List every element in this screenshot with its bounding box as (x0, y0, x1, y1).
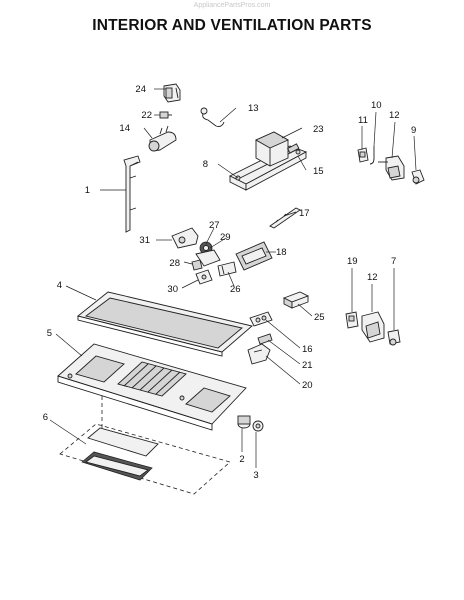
callout-5: 5 (47, 328, 52, 339)
part-17-drawing (269, 207, 301, 229)
part-4-drawing (77, 291, 253, 357)
part-6-drawing (59, 423, 231, 495)
callout-1: 1 (85, 185, 90, 196)
part-14-drawing (148, 125, 177, 152)
part-12b-drawing (361, 311, 385, 343)
callout-10: 10 (371, 100, 382, 111)
part-20-drawing (247, 343, 271, 365)
part-8-plate-drawing (228, 131, 308, 191)
callout-12-lower: 12 (367, 272, 378, 283)
callout-15: 15 (313, 166, 324, 177)
part-19-drawing (345, 311, 359, 329)
callout-14: 14 (119, 123, 130, 134)
callout-18: 18 (276, 247, 287, 258)
part-12a-drawing (378, 155, 405, 181)
callout-22: 22 (141, 110, 152, 121)
watermark: AppliancePartsPros.com (193, 2, 271, 9)
callout-30: 30 (167, 284, 178, 295)
callout-23: 23 (313, 124, 324, 135)
callout-7: 7 (391, 256, 396, 267)
callout-4: 4 (57, 280, 62, 291)
callout-21: 21 (302, 360, 313, 371)
part-13-drawing (200, 107, 225, 127)
callout-20: 20 (302, 380, 313, 391)
callout-31: 31 (139, 235, 150, 246)
callout-9: 9 (411, 125, 416, 136)
part-21-drawing (257, 333, 273, 345)
part-28-drawing (191, 259, 203, 271)
part-24-drawing (163, 83, 181, 103)
diagram-title: INTERIOR AND VENTILATION PARTS (92, 17, 372, 34)
part-25-drawing (282, 291, 310, 309)
callout-17: 17 (299, 208, 310, 219)
part-18-drawing (235, 241, 273, 271)
part-16-drawing (249, 311, 273, 327)
callout-24: 24 (135, 84, 146, 95)
callout-2: 2 (239, 454, 244, 465)
callout-19: 19 (347, 256, 358, 267)
leader-lines (49, 88, 417, 468)
callout-26: 26 (230, 284, 241, 295)
part-3-drawing (252, 420, 264, 432)
callout-12-upper: 12 (389, 110, 400, 121)
callout-13: 13 (248, 103, 259, 114)
callout-8: 8 (203, 159, 208, 170)
part-30-drawing (195, 269, 213, 285)
part-2-drawing (237, 415, 251, 429)
part-27-29-drawing (195, 241, 221, 267)
part-7-drawing (387, 329, 401, 346)
part-22-drawing (159, 111, 172, 119)
part-26-drawing (217, 261, 237, 277)
callout-29: 29 (220, 232, 231, 243)
part-5-drawing (57, 343, 247, 431)
callout-11: 11 (358, 115, 368, 126)
callout-27: 27 (209, 220, 220, 231)
callout-28: 28 (169, 258, 180, 269)
part-9-drawing (411, 169, 425, 185)
part-1-drawing (123, 155, 141, 233)
callout-25: 25 (314, 312, 325, 323)
callout-16: 16 (302, 344, 313, 355)
part-11-drawing (357, 147, 369, 163)
callout-6: 6 (43, 412, 48, 423)
callout-3: 3 (253, 470, 258, 481)
part-31-drawing (171, 227, 199, 249)
part-10-drawing (369, 146, 375, 165)
